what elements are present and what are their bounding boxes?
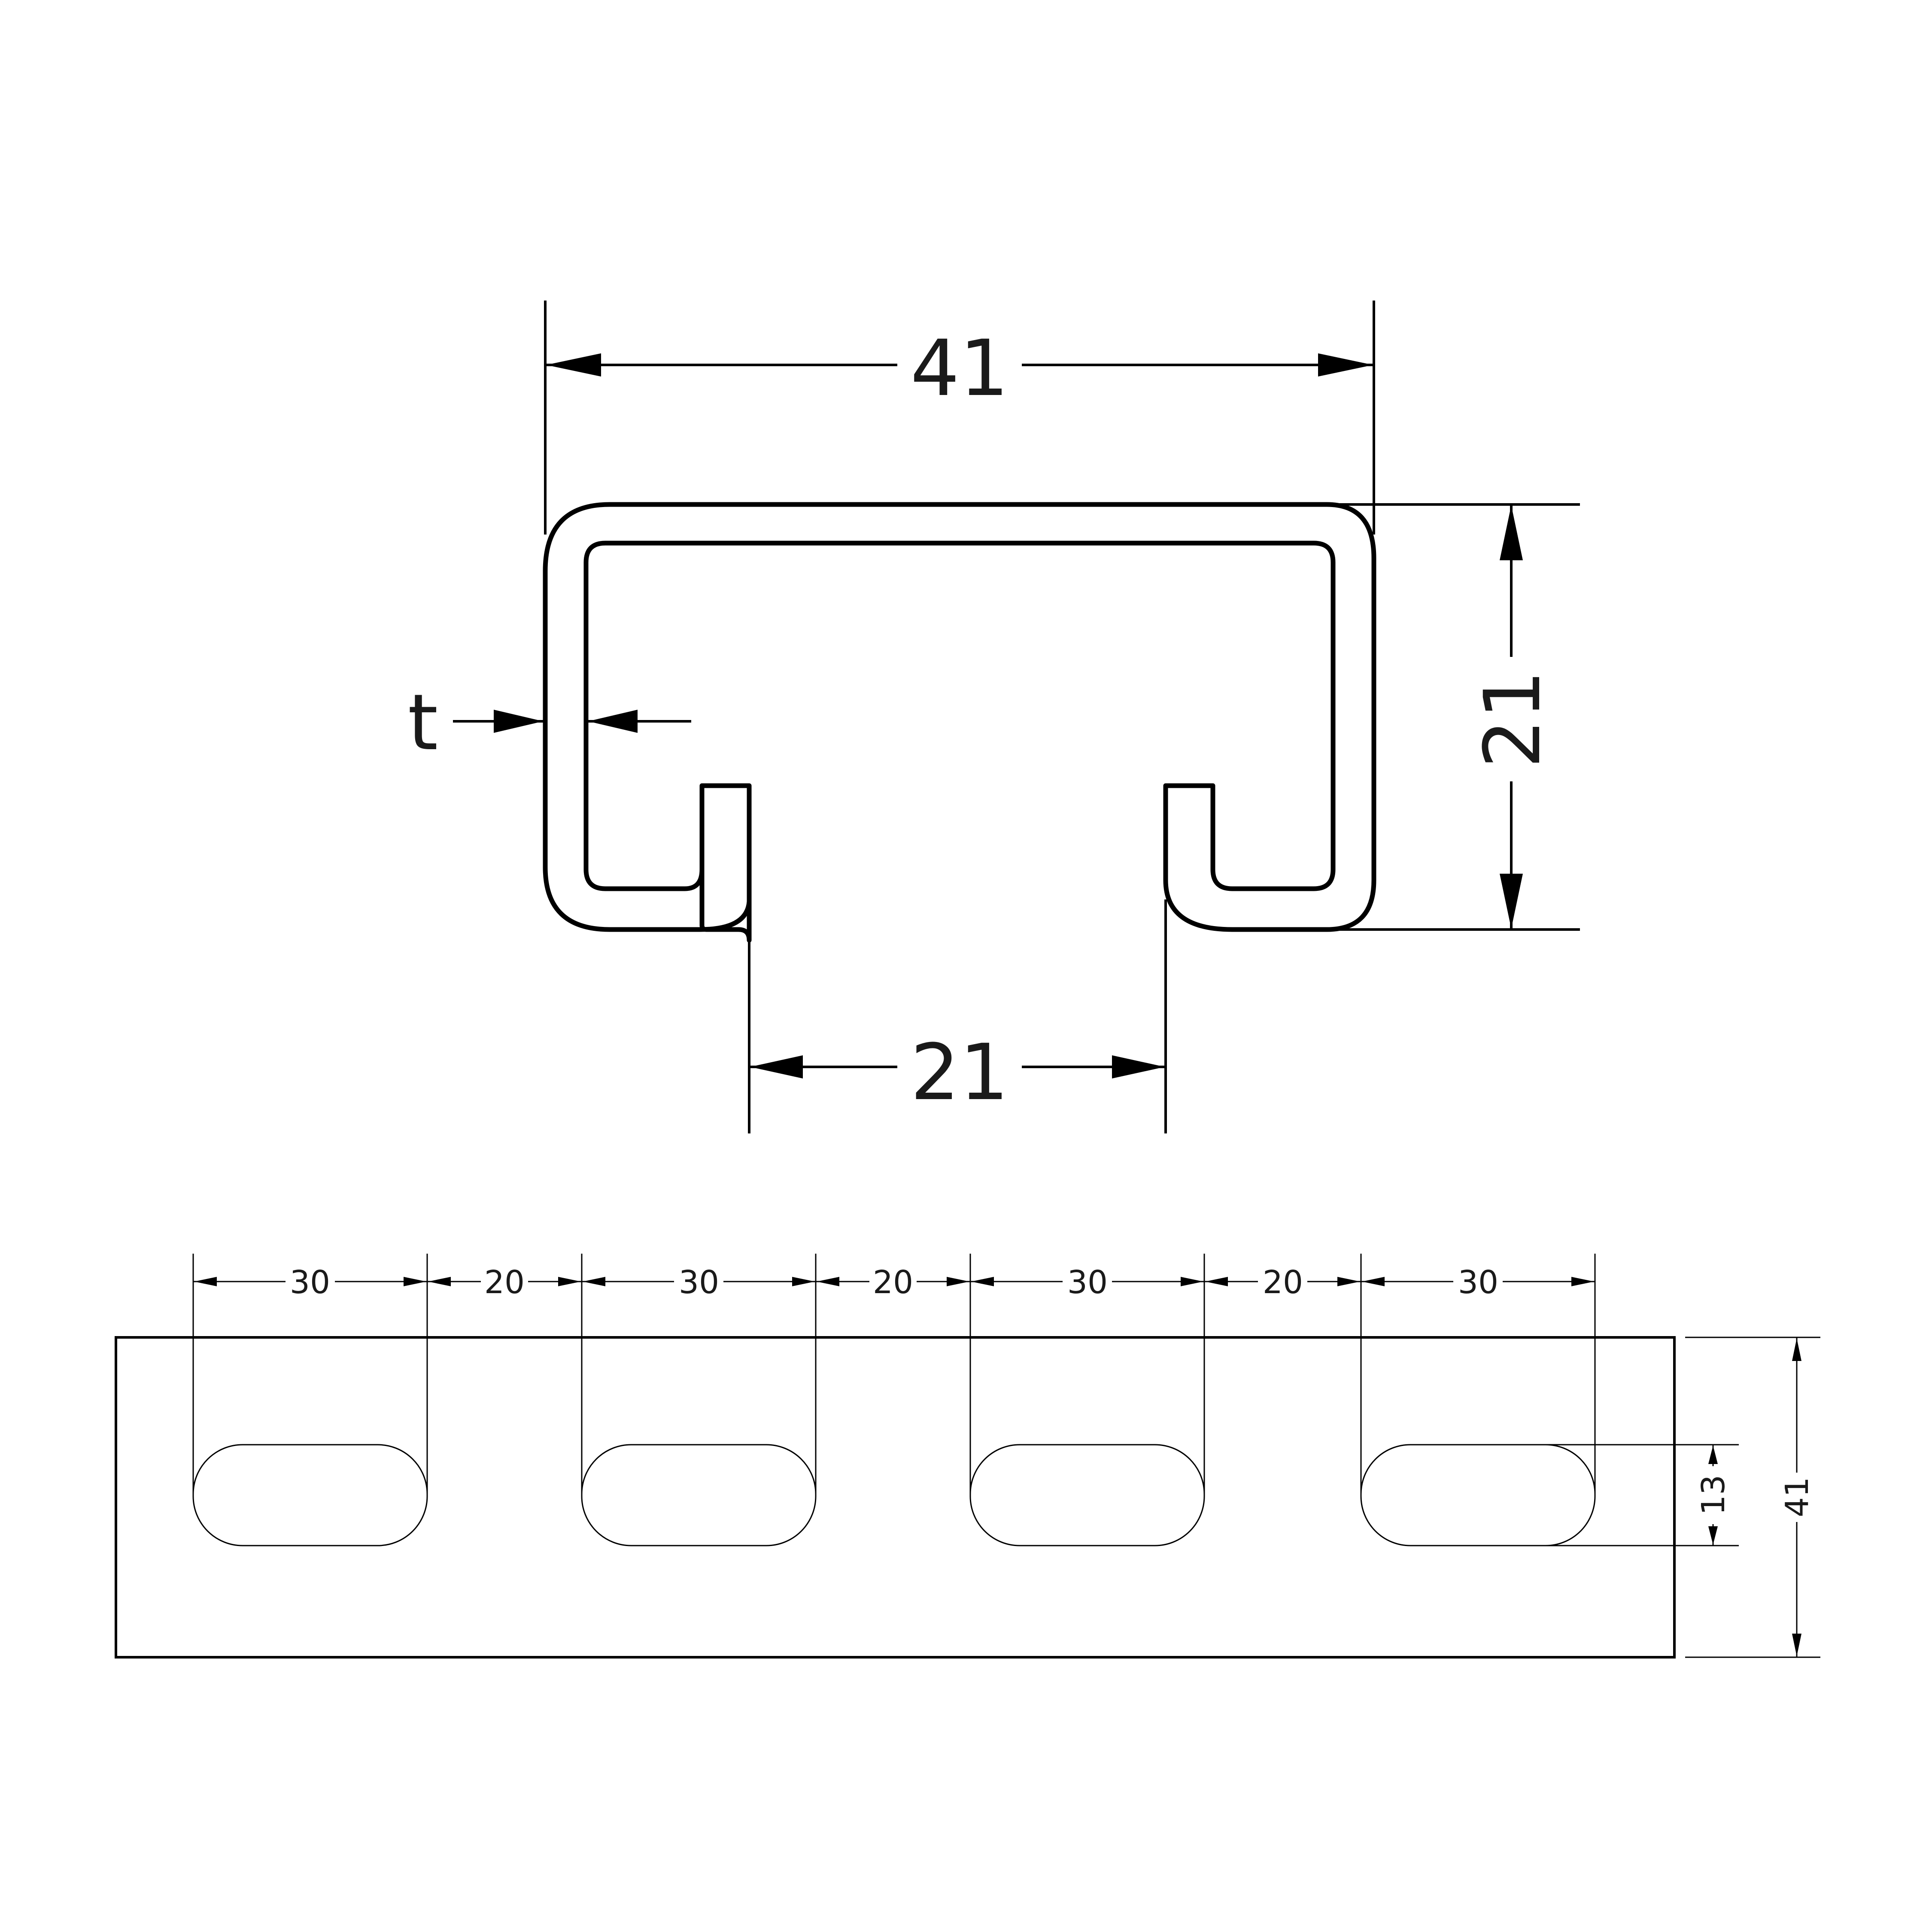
thickness-label: t	[408, 678, 438, 768]
plate-height-arrow-bottom	[1792, 1634, 1801, 1656]
plate-height-dimension: 41	[1685, 1337, 1820, 1658]
seg-6-arrow-b	[1337, 1277, 1360, 1286]
height-label: 21	[1468, 670, 1558, 768]
gap-3-label: 20	[1263, 1264, 1303, 1301]
opening-arrow-left	[750, 1055, 803, 1078]
plate-height-arrow-top	[1792, 1338, 1801, 1361]
seg-5-arrow-b	[1181, 1277, 1203, 1286]
slot-height-label: 13	[1695, 1475, 1732, 1515]
seg-7-arrow-a	[1362, 1277, 1385, 1286]
slot-1-length-label: 30	[290, 1264, 330, 1301]
seg-7-arrow-b	[1571, 1277, 1594, 1286]
seg-4-arrow-b	[947, 1277, 969, 1286]
thickness-arrow-right	[588, 710, 638, 733]
width-arrow-left	[546, 353, 601, 377]
seg-6-arrow-a	[1205, 1277, 1228, 1286]
width-label: 41	[910, 324, 1009, 413]
seg-2-arrow-a	[428, 1277, 451, 1286]
height-dimension: 21	[1340, 503, 1580, 931]
plate-height-label: 41	[1779, 1477, 1816, 1517]
opening-label: 21	[910, 1028, 1009, 1118]
slot-height-dimension: 13	[1546, 1444, 1739, 1546]
height-arrow-bottom	[1500, 874, 1523, 929]
seg-5-arrow-a	[971, 1277, 994, 1286]
width-dimension: 41	[544, 301, 1375, 535]
slot-3	[969, 1444, 1205, 1546]
slotted-plate	[115, 1336, 1676, 1659]
seg-1-arrow-a	[194, 1277, 217, 1286]
slot-2	[581, 1444, 817, 1546]
seg-4-arrow-a	[817, 1277, 839, 1286]
slot-height-arrow-bottom	[1708, 1526, 1718, 1545]
seg-2-arrow-b	[558, 1277, 581, 1286]
gap-1-label: 20	[484, 1264, 525, 1301]
plate-outline	[115, 1336, 1676, 1659]
seg-1-arrow-b	[404, 1277, 426, 1286]
slot-height-arrow-top	[1708, 1446, 1718, 1464]
thickness-callout: t	[408, 678, 691, 768]
opening-dimension: 21	[748, 899, 1167, 1133]
slot-dimension-chain: 30 20 30 20 30 20 30	[192, 1254, 1596, 1496]
slot-4-length-label: 30	[1458, 1264, 1498, 1301]
slot-1	[192, 1444, 428, 1546]
seg-3-arrow-b	[792, 1277, 815, 1286]
height-arrow-top	[1500, 505, 1523, 560]
thickness-arrow-left	[494, 710, 543, 733]
opening-arrow-right	[1112, 1055, 1165, 1078]
slot-2-length-label: 30	[679, 1264, 719, 1301]
seg-3-arrow-a	[583, 1277, 605, 1286]
width-arrow-right	[1318, 353, 1373, 377]
slot-3-length-label: 30	[1067, 1264, 1108, 1301]
slot-4	[1360, 1444, 1596, 1546]
gap-2-label: 20	[873, 1264, 913, 1301]
